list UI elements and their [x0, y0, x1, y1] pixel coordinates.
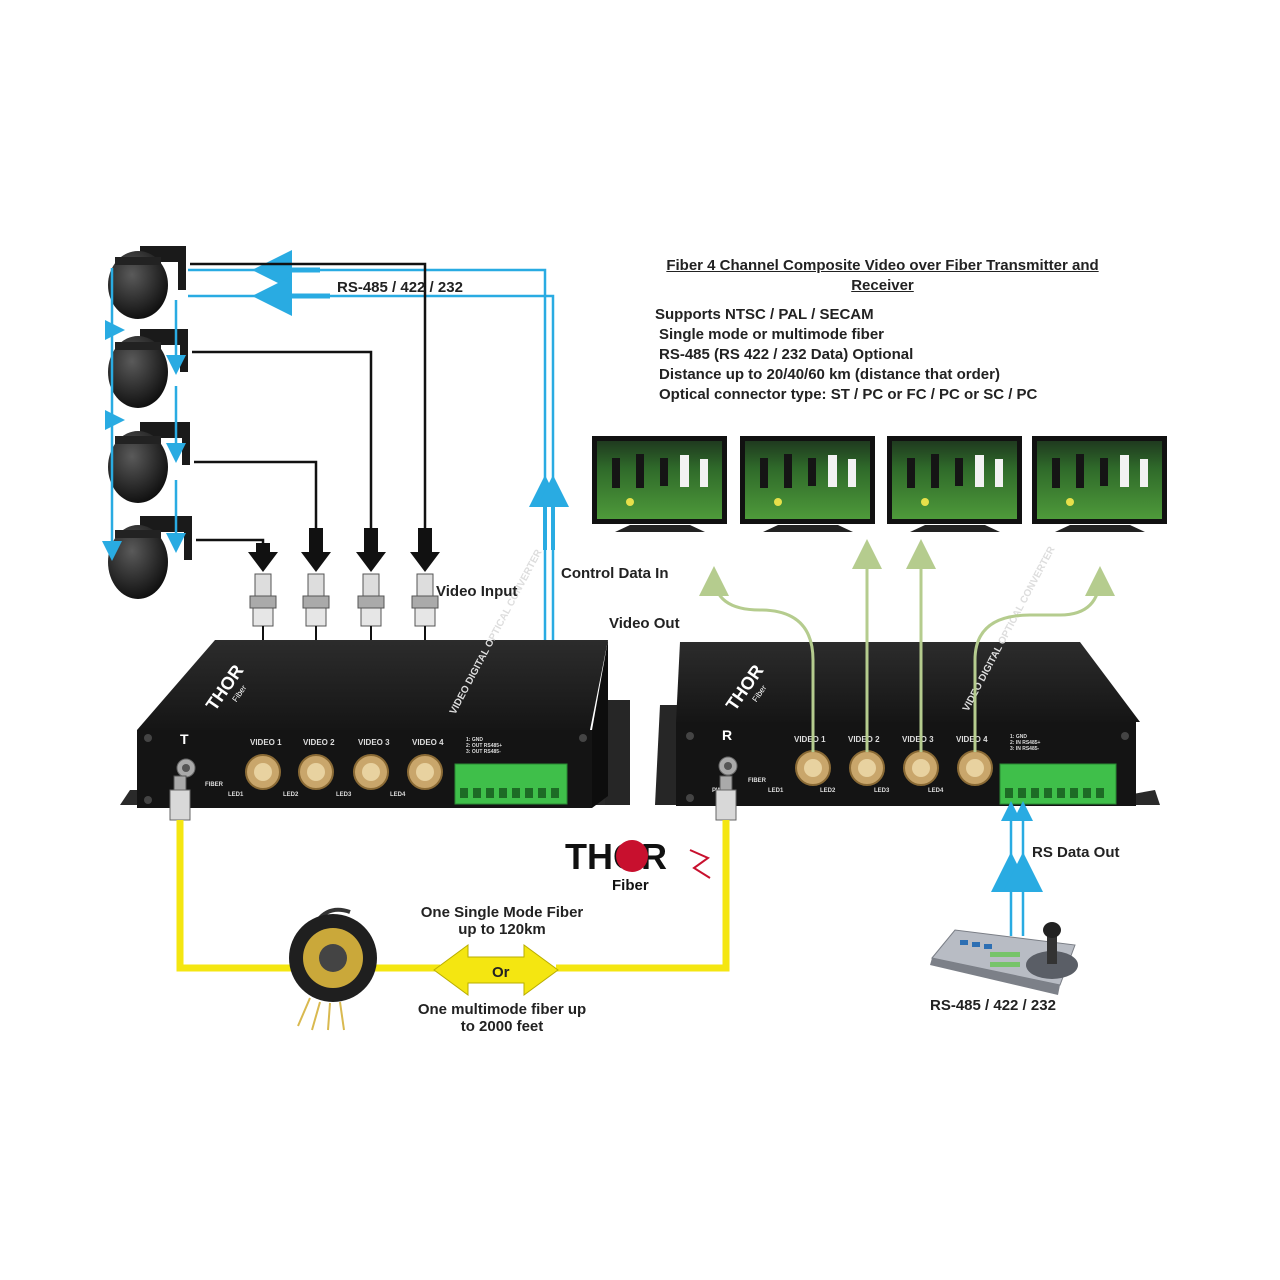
svg-text:VIDEO 2: VIDEO 2: [303, 738, 335, 747]
spec-list: Supports NTSC / PAL / SECAM Single mode …: [655, 305, 1037, 405]
svg-text:LED2: LED2: [283, 792, 299, 798]
transmitter-fiber-port: [176, 758, 196, 778]
transmitter-fiber-label: FIBER: [205, 782, 224, 788]
or-label: Or: [492, 964, 510, 981]
receiver-fiber-label: FIBER: [748, 778, 767, 784]
svg-text:LED4: LED4: [390, 792, 406, 798]
rs-data-out-lines: [991, 801, 1043, 936]
multimode-fiber-label: One multimode fiber up to 2000 feet: [400, 1001, 604, 1035]
spec-item: Supports NTSC / PAL / SECAM: [655, 306, 874, 323]
svg-text:VIDEO 3: VIDEO 3: [358, 738, 390, 747]
monitor-3: [887, 436, 1022, 532]
transmitter-video-ports: VIDEO 1 VIDEO 2 VIDEO 3 VIDEO 4: [245, 738, 444, 790]
svg-text:LED3: LED3: [336, 792, 352, 798]
diagram-title: Fiber 4 Channel Composite Video over Fib…: [666, 257, 1099, 294]
svg-text:1: GND: 1: GND: [1010, 734, 1027, 740]
transmitter-terminal-block: [454, 763, 568, 805]
monitor-group: [592, 436, 1167, 532]
receiver-terminal-legend: 1: GND 2: IN RS485+ 3: IN RS485-: [1010, 734, 1041, 752]
multimode-line-1: One multimode fiber up: [417, 1001, 587, 1018]
spec-item: RS-485 (RS 422 / 232 Data) Optional: [659, 346, 914, 363]
video-input-cables: [190, 262, 427, 548]
rs-data-out-label: RS Data Out: [1032, 844, 1120, 861]
receiver-terminal-block: [999, 763, 1117, 805]
single-mode-fiber-label: One Single Mode Fiber up to 120km: [400, 904, 604, 938]
ptz-controller: [930, 922, 1078, 995]
thor-fiber-logo: THOR Fiber: [565, 836, 711, 894]
video-input-arrows: [248, 528, 440, 572]
monitor-1: [592, 436, 727, 532]
svg-text:2: IN RS485+: 2: IN RS485+: [1010, 740, 1041, 746]
svg-text:VIDEO 2: VIDEO 2: [848, 735, 880, 744]
camera-group: [108, 246, 192, 599]
receiver-led-labels: LED1 LED2 LED3 LED4: [768, 788, 944, 794]
svg-text:THOR: THOR: [565, 836, 667, 877]
fiber-cable: [169, 775, 737, 972]
rs485-top-label: RS-485 / 422 / 232: [337, 279, 463, 296]
spec-item: Distance up to 20/40/60 km (distance tha…: [659, 366, 1000, 383]
transmitter-letter: T: [180, 731, 189, 747]
svg-text:3: IN RS485-: 3: IN RS485-: [1010, 746, 1040, 752]
svg-text:VIDEO 4: VIDEO 4: [956, 735, 988, 744]
transmitter-terminal-legend: 1: GND 2: OUT RS485+ 3: OUT RS485-: [466, 737, 502, 755]
camera-4: [108, 516, 192, 599]
video-input-label: Video Input: [436, 583, 518, 600]
camera-1: [108, 246, 186, 319]
svg-text:Fiber: Fiber: [612, 877, 649, 894]
monitor-4: [1032, 436, 1167, 532]
svg-text:LED1: LED1: [768, 788, 784, 794]
receiver-device: VIDEO DIGITAL OPTICAL CONVERTER THOR Fib…: [655, 544, 1160, 806]
svg-text:VIDEO 4: VIDEO 4: [412, 738, 444, 747]
spec-item: Single mode or multimode fiber: [659, 326, 885, 343]
receiver-letter: R: [722, 727, 732, 743]
transmitter-led-labels: LED1 LED2 LED3 LED4: [228, 792, 406, 798]
svg-text:2: OUT RS485+: 2: OUT RS485+: [466, 743, 502, 749]
svg-text:LED4: LED4: [928, 788, 944, 794]
single-mode-line-2: up to 120km: [458, 921, 546, 938]
rs485-bottom-label: RS-485 / 422 / 232: [930, 997, 1056, 1014]
fiber-reel: [289, 907, 377, 1031]
svg-text:VIDEO 1: VIDEO 1: [250, 738, 282, 747]
single-mode-line-1: One Single Mode Fiber: [420, 904, 584, 921]
camera-3: [108, 422, 190, 503]
video-output-lines: [699, 539, 1115, 752]
svg-text:3: OUT RS485-: 3: OUT RS485-: [466, 749, 501, 755]
svg-text:VIDEO 3: VIDEO 3: [902, 735, 934, 744]
svg-text:LED1: LED1: [228, 792, 244, 798]
svg-text:LED3: LED3: [874, 788, 890, 794]
monitor-2: [740, 436, 875, 532]
multimode-line-2: to 2000 feet: [460, 1018, 544, 1035]
receiver-fiber-port: [718, 756, 738, 776]
control-data-in-label: Control Data In: [561, 565, 669, 582]
spec-item: Optical connector type: ST / PC or FC / …: [659, 386, 1038, 403]
camera-data-chain: [102, 268, 186, 561]
svg-text:VIDEO 1: VIDEO 1: [794, 735, 826, 744]
svg-text:LED2: LED2: [820, 788, 836, 794]
or-double-arrow: Or: [433, 944, 559, 996]
svg-text:1: GND: 1: GND: [466, 737, 483, 743]
video-out-label: Video Out: [609, 615, 680, 632]
rs485-control-lines: [188, 250, 569, 785]
